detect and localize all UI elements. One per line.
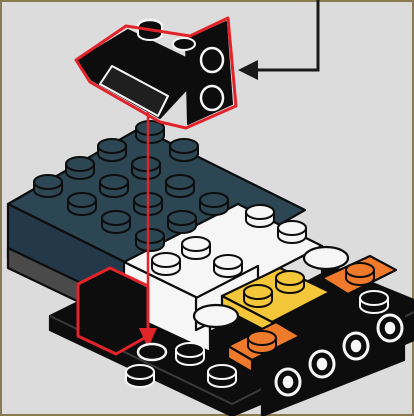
stud — [68, 193, 96, 215]
stud — [248, 331, 276, 353]
stud — [168, 211, 196, 233]
stud — [34, 175, 62, 197]
stud — [200, 193, 228, 215]
stud — [98, 139, 126, 161]
stud — [182, 237, 210, 259]
stud — [136, 229, 164, 251]
stud — [278, 221, 306, 243]
stud — [126, 365, 154, 387]
stud — [346, 263, 374, 285]
stud — [208, 365, 236, 387]
stud — [152, 253, 180, 275]
stud — [176, 343, 204, 365]
stud — [360, 291, 388, 313]
stud — [244, 285, 272, 307]
stud — [246, 205, 274, 227]
stud — [166, 175, 194, 197]
black-1x1-brick — [78, 268, 148, 354]
stud — [170, 139, 198, 161]
stud — [102, 211, 130, 233]
stud — [132, 157, 160, 179]
stud — [136, 121, 164, 143]
stud — [276, 271, 304, 293]
stud — [100, 175, 128, 197]
stud — [214, 255, 242, 277]
stud — [66, 157, 94, 179]
